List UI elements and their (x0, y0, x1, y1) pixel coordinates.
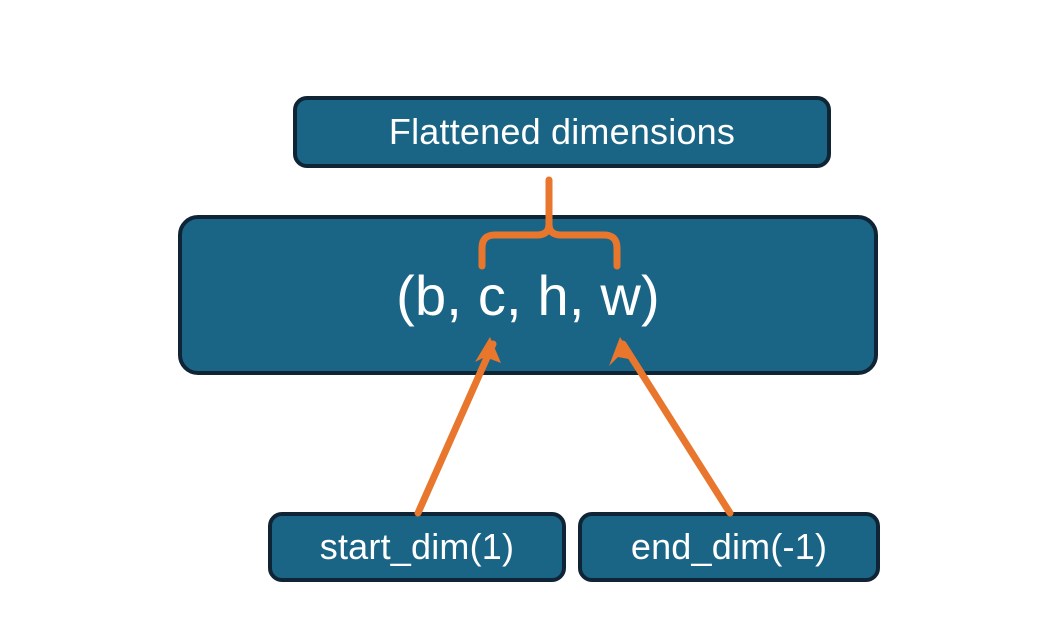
node-flattened-dimensions[interactable]: Flattened dimensions (293, 96, 831, 168)
node-start-dim[interactable]: start_dim(1) (268, 512, 566, 582)
node-tensor-shape-label: (b, c, h, w) (396, 263, 660, 327)
node-end-dim-label: end_dim(-1) (630, 526, 828, 567)
node-flattened-dimensions-label: Flattened dimensions (388, 111, 736, 152)
node-tensor-shape[interactable]: (b, c, h, w) (178, 215, 878, 375)
node-start-dim-label: start_dim(1) (319, 526, 515, 567)
node-end-dim[interactable]: end_dim(-1) (578, 512, 880, 582)
